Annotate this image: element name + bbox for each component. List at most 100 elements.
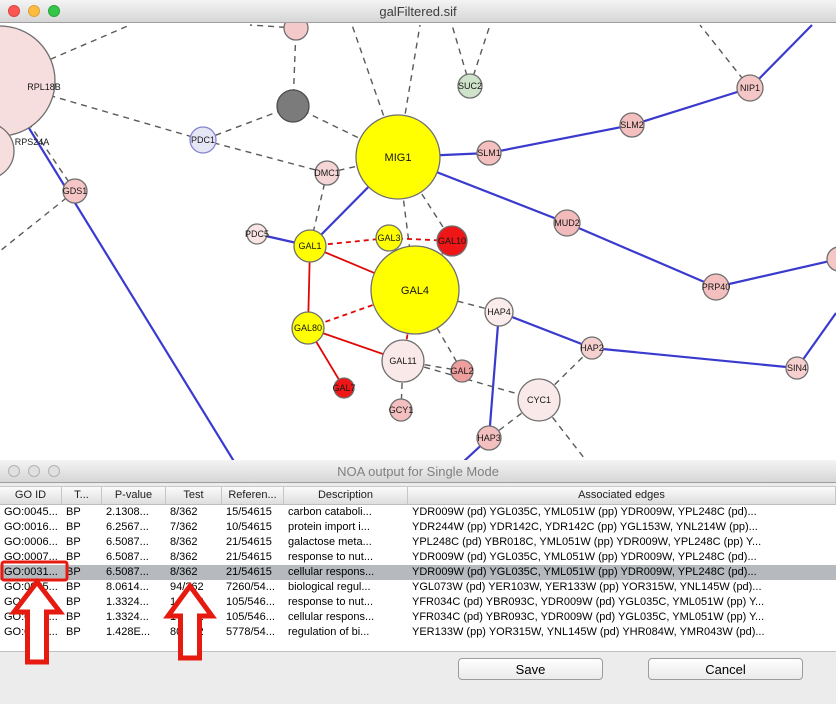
node-label-GAL3: GAL3 bbox=[377, 233, 400, 243]
network-edge[interactable] bbox=[715, 258, 836, 289]
node-DMC1[interactable] bbox=[314, 160, 340, 186]
network-edge[interactable] bbox=[566, 221, 717, 289]
node-label-PDC1: PDC1 bbox=[191, 135, 215, 145]
table-cell: 105/546... bbox=[226, 611, 275, 623]
node-GAL10[interactable] bbox=[436, 225, 468, 257]
node-NIP1[interactable] bbox=[736, 74, 764, 102]
network-edge[interactable] bbox=[402, 360, 540, 401]
table-cell: 10/54615 bbox=[226, 521, 272, 533]
node-GAL4[interactable] bbox=[370, 245, 460, 335]
column-header-2[interactable]: P-value bbox=[102, 487, 166, 504]
node-SLM1[interactable] bbox=[476, 140, 502, 166]
node-label-GAL11: GAL11 bbox=[389, 356, 416, 366]
table-cell: YDR009W (pd) YGL035C, YML051W (pp) YDR00… bbox=[412, 551, 757, 563]
cancel-button[interactable]: Cancel bbox=[648, 658, 803, 680]
network-edge[interactable] bbox=[498, 310, 593, 350]
node-GAL11[interactable] bbox=[381, 339, 425, 383]
node-CYC1[interactable] bbox=[517, 378, 561, 422]
node-SLM2[interactable] bbox=[619, 112, 645, 138]
network-edge[interactable] bbox=[202, 139, 328, 174]
table-cell: biological regul... bbox=[288, 581, 371, 593]
node-PDC1[interactable] bbox=[189, 126, 217, 154]
node-GCY1[interactable] bbox=[389, 398, 413, 422]
network-edge[interactable] bbox=[0, 80, 235, 460]
node-GAL7[interactable] bbox=[333, 377, 355, 399]
node-GAL1[interactable] bbox=[293, 229, 327, 263]
node-MUD2[interactable] bbox=[553, 209, 581, 237]
close-button[interactable] bbox=[8, 5, 20, 17]
table-cell: GO:0031... bbox=[4, 596, 58, 608]
node-GAL3[interactable] bbox=[375, 224, 403, 252]
node-SIN4[interactable] bbox=[785, 356, 809, 380]
table-cell: 15/54615 bbox=[226, 506, 272, 518]
minimize-button[interactable] bbox=[28, 5, 40, 17]
network-edge[interactable] bbox=[631, 86, 751, 127]
noa-zoom-button[interactable] bbox=[48, 465, 60, 477]
network-edge[interactable] bbox=[249, 24, 297, 29]
network-edge[interactable] bbox=[487, 311, 501, 439]
table-cell: BP bbox=[66, 551, 81, 563]
node-GDS1[interactable] bbox=[62, 178, 88, 204]
network-edge[interactable] bbox=[488, 123, 633, 155]
column-header-0[interactable]: GO ID bbox=[0, 487, 62, 504]
node-MIG1[interactable] bbox=[355, 114, 441, 200]
network-edge[interactable] bbox=[400, 360, 404, 411]
table-cell: cellular respons... bbox=[288, 611, 375, 623]
node-label-leftsmall: RPS24A bbox=[15, 137, 50, 147]
node-GAL2[interactable] bbox=[450, 359, 474, 383]
save-button[interactable]: Save bbox=[458, 658, 603, 680]
column-header-1[interactable]: T... bbox=[62, 487, 102, 504]
column-header-6[interactable]: Associated edges bbox=[408, 487, 836, 504]
table-cell: 14/362 bbox=[170, 611, 204, 623]
node-HAP3[interactable] bbox=[476, 425, 502, 451]
node-leftbig[interactable] bbox=[0, 25, 56, 137]
table-cell: BP bbox=[66, 611, 81, 623]
column-header-4[interactable]: Referen... bbox=[222, 487, 284, 504]
table-cell: YDR009W (pd) YGL035C, YML051W (pp) YDR00… bbox=[412, 566, 757, 578]
table-cell: GO:0045... bbox=[4, 506, 58, 518]
zoom-button[interactable] bbox=[48, 5, 60, 17]
noa-minimize-button[interactable] bbox=[28, 465, 40, 477]
table-cell: YFR034C (pd) YBR093C, YDR009W (pd) YGL03… bbox=[412, 611, 765, 623]
node-HAP4[interactable] bbox=[484, 297, 514, 327]
network-edge[interactable] bbox=[292, 105, 399, 158]
table-cell: 14/362 bbox=[170, 596, 204, 608]
node-PDC5[interactable] bbox=[246, 223, 268, 245]
node-leftsmall[interactable] bbox=[0, 123, 15, 179]
network-window-titlebar[interactable]: galFiltered.sif bbox=[0, 0, 836, 23]
column-header-3[interactable]: Test bbox=[166, 487, 222, 504]
network-edge[interactable] bbox=[0, 190, 76, 252]
table-cell: 1.428E... bbox=[106, 626, 151, 638]
node-rightcut[interactable] bbox=[826, 246, 836, 272]
node-HAP2[interactable] bbox=[580, 336, 604, 360]
table-cell: 8/362 bbox=[170, 536, 198, 548]
node-topcut[interactable] bbox=[283, 23, 309, 41]
node-PRP40[interactable] bbox=[702, 273, 730, 301]
network-edge[interactable] bbox=[749, 24, 813, 89]
node-GAL80[interactable] bbox=[291, 311, 325, 345]
node-SUC2[interactable] bbox=[457, 73, 483, 99]
noa-window-titlebar[interactable]: NOA output for Single Mode bbox=[0, 460, 836, 483]
table-cell: protein import i... bbox=[288, 521, 370, 533]
noa-window-title: NOA output for Single Mode bbox=[337, 463, 499, 479]
node-label-DMC1: DMC1 bbox=[314, 168, 340, 178]
noa-close-button[interactable] bbox=[8, 465, 20, 477]
table-cell: 21/54615 bbox=[226, 536, 272, 548]
node-graynode[interactable] bbox=[276, 89, 310, 123]
network-edge[interactable] bbox=[591, 346, 798, 370]
table-cell: 80/362 bbox=[170, 626, 204, 638]
column-header-5[interactable]: Description bbox=[284, 487, 408, 504]
